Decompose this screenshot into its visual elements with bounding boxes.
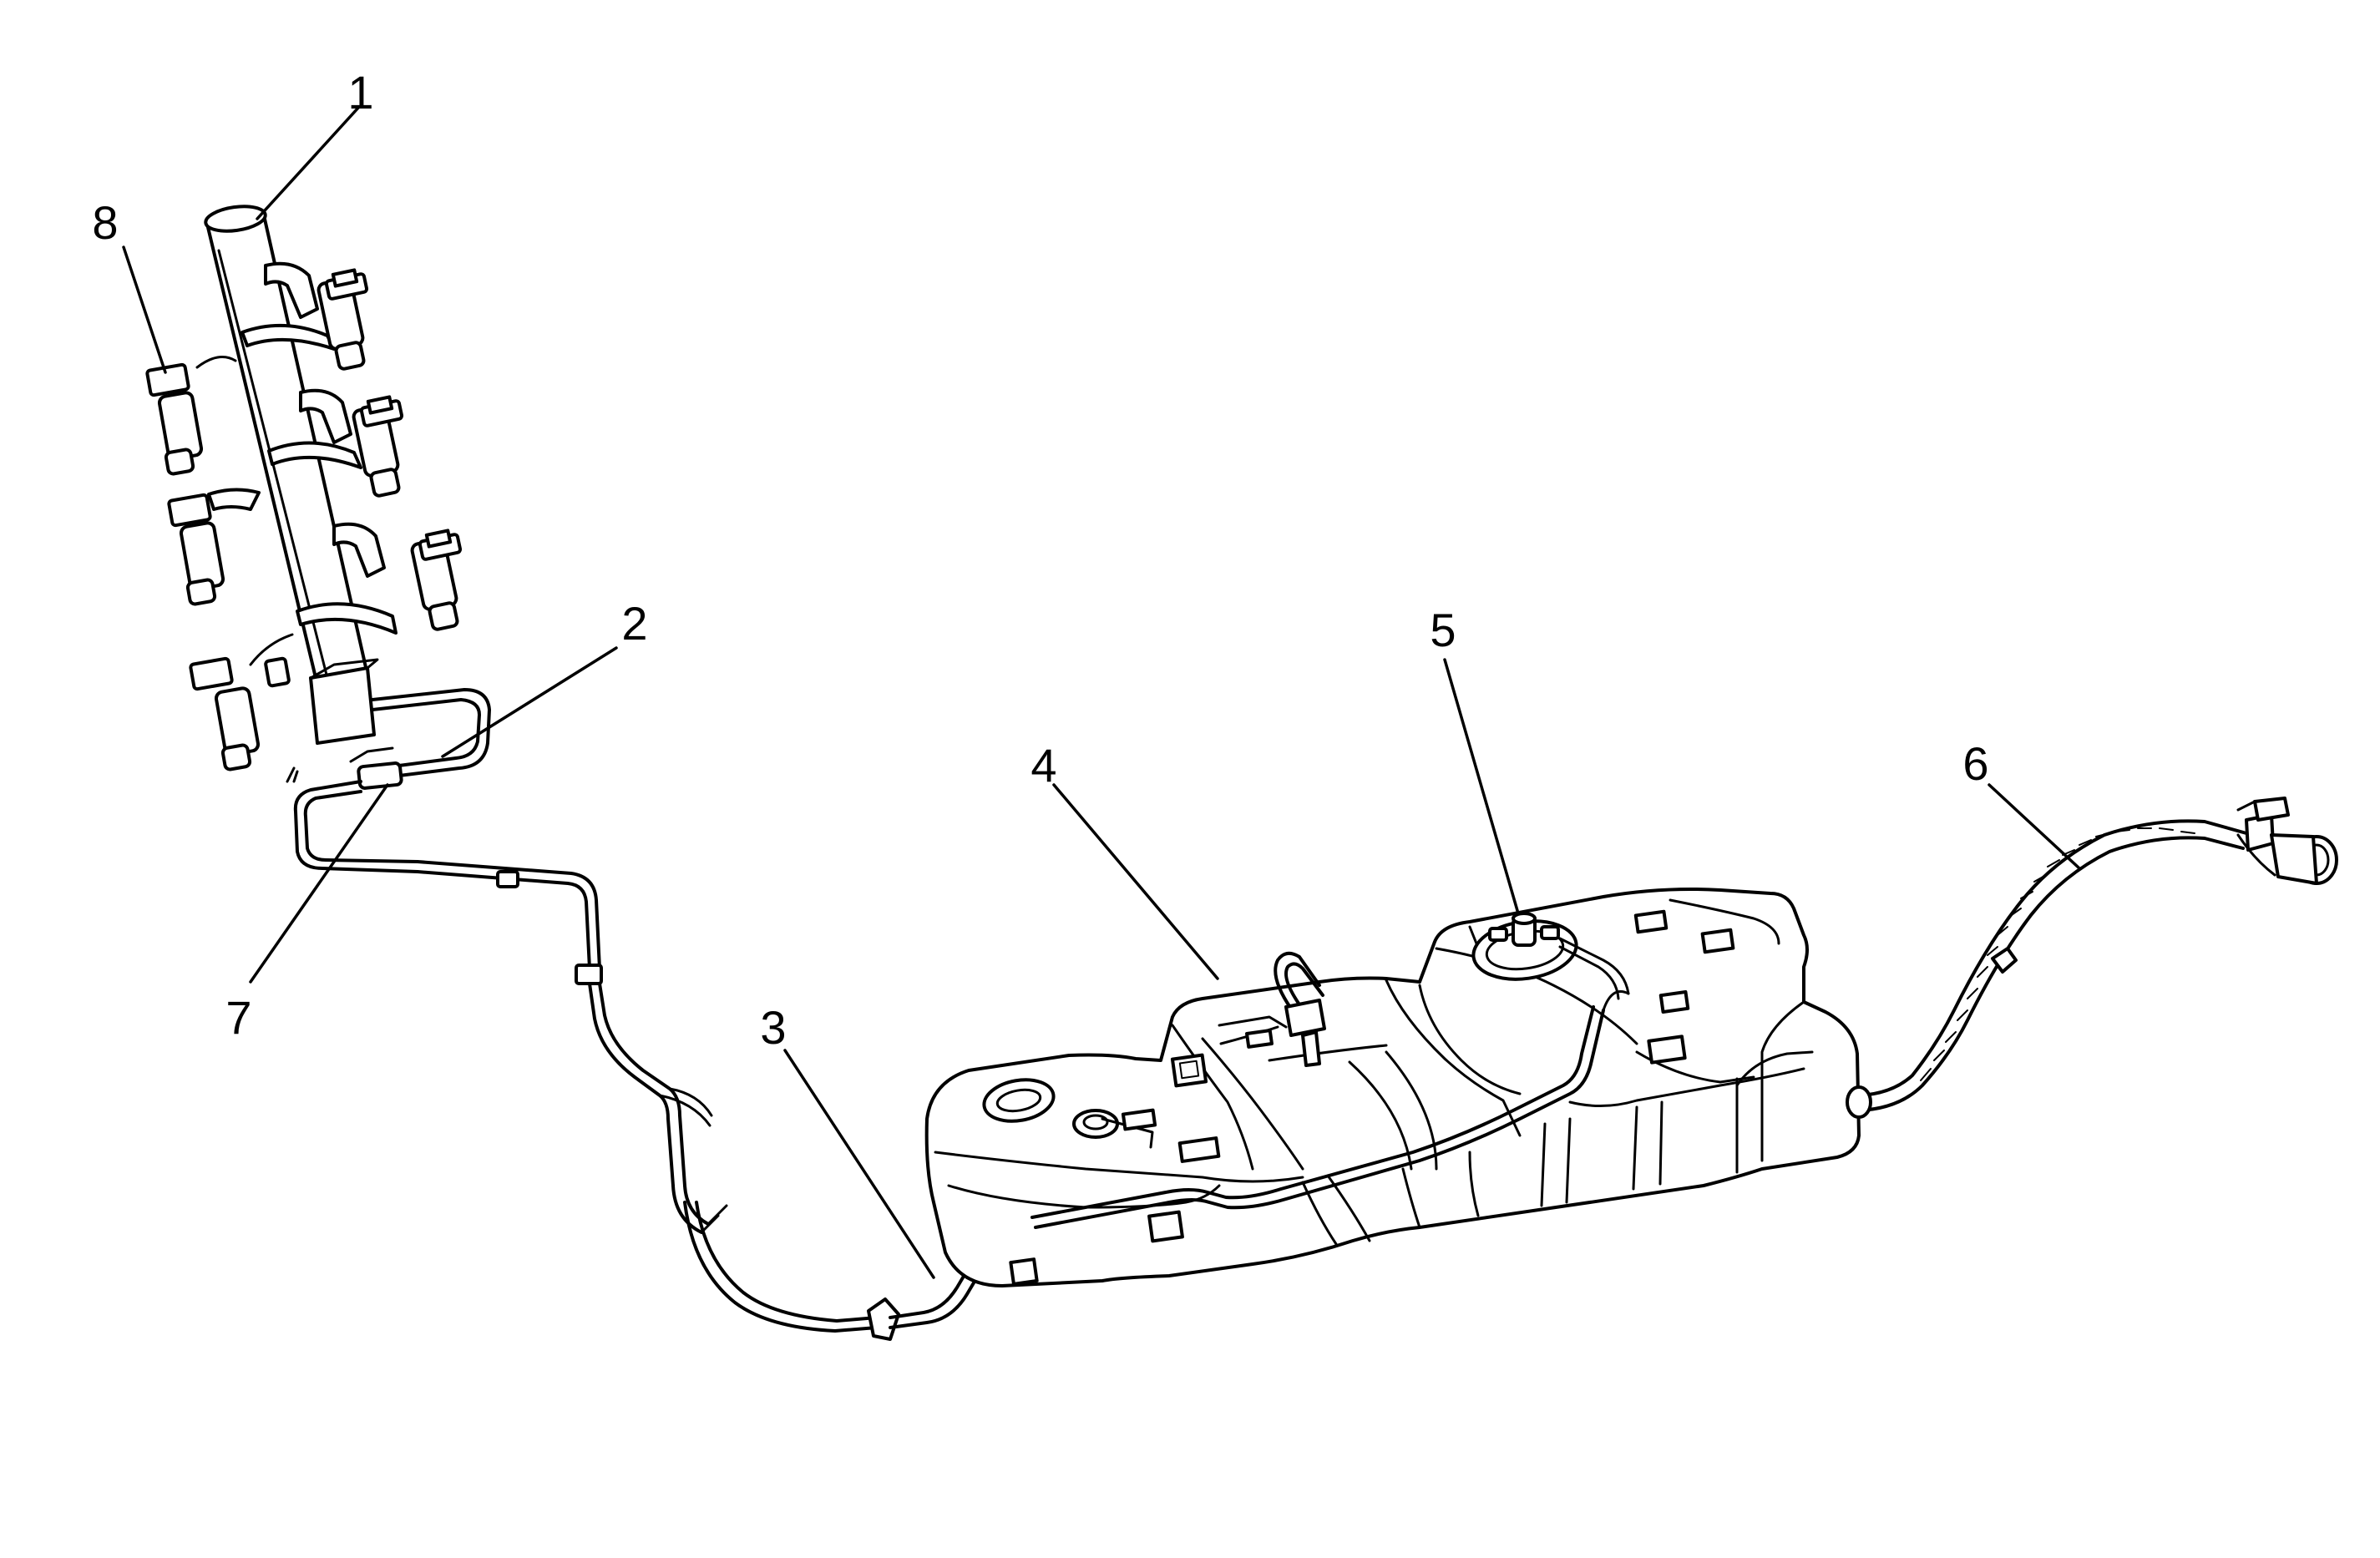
callout-7: 7: [225, 991, 251, 1044]
leader-4: [1052, 783, 1219, 980]
injector-right-1: [316, 268, 369, 371]
callout-6: 6: [1962, 737, 1988, 790]
injector-right-2: [352, 395, 404, 498]
filler-vent-hose: [1846, 797, 2338, 1119]
callout-5: 5: [1430, 604, 1456, 656]
leader-3: [783, 1049, 935, 1279]
fuel-tank: [924, 888, 1861, 1287]
vent-valve: [1274, 951, 1326, 1067]
callout-labels: 1 2 3 4 5 6 7 8: [92, 66, 1988, 1054]
injector-left-3: [189, 633, 294, 771]
injector-left-1: [145, 356, 237, 476]
callout-3: 3: [760, 1001, 786, 1054]
injector-left-2: [167, 493, 225, 606]
leader-8: [122, 245, 167, 374]
leader-7: [249, 783, 389, 984]
callout-2: 2: [621, 597, 647, 650]
leader-1: [256, 105, 361, 220]
injector-right-3: [410, 529, 463, 631]
fuel-sender-module: [1471, 912, 1630, 1000]
leader-5: [1443, 658, 1520, 915]
fuel-feed-pipe: [286, 688, 1037, 1341]
callout-4: 4: [1030, 739, 1056, 792]
fuel-injectors: [145, 268, 463, 771]
leader-lines: [122, 105, 2081, 1279]
callout-8: 8: [92, 196, 118, 249]
leader-6: [1988, 783, 2081, 870]
callout-1: 1: [347, 66, 373, 119]
leader-2: [441, 646, 618, 758]
